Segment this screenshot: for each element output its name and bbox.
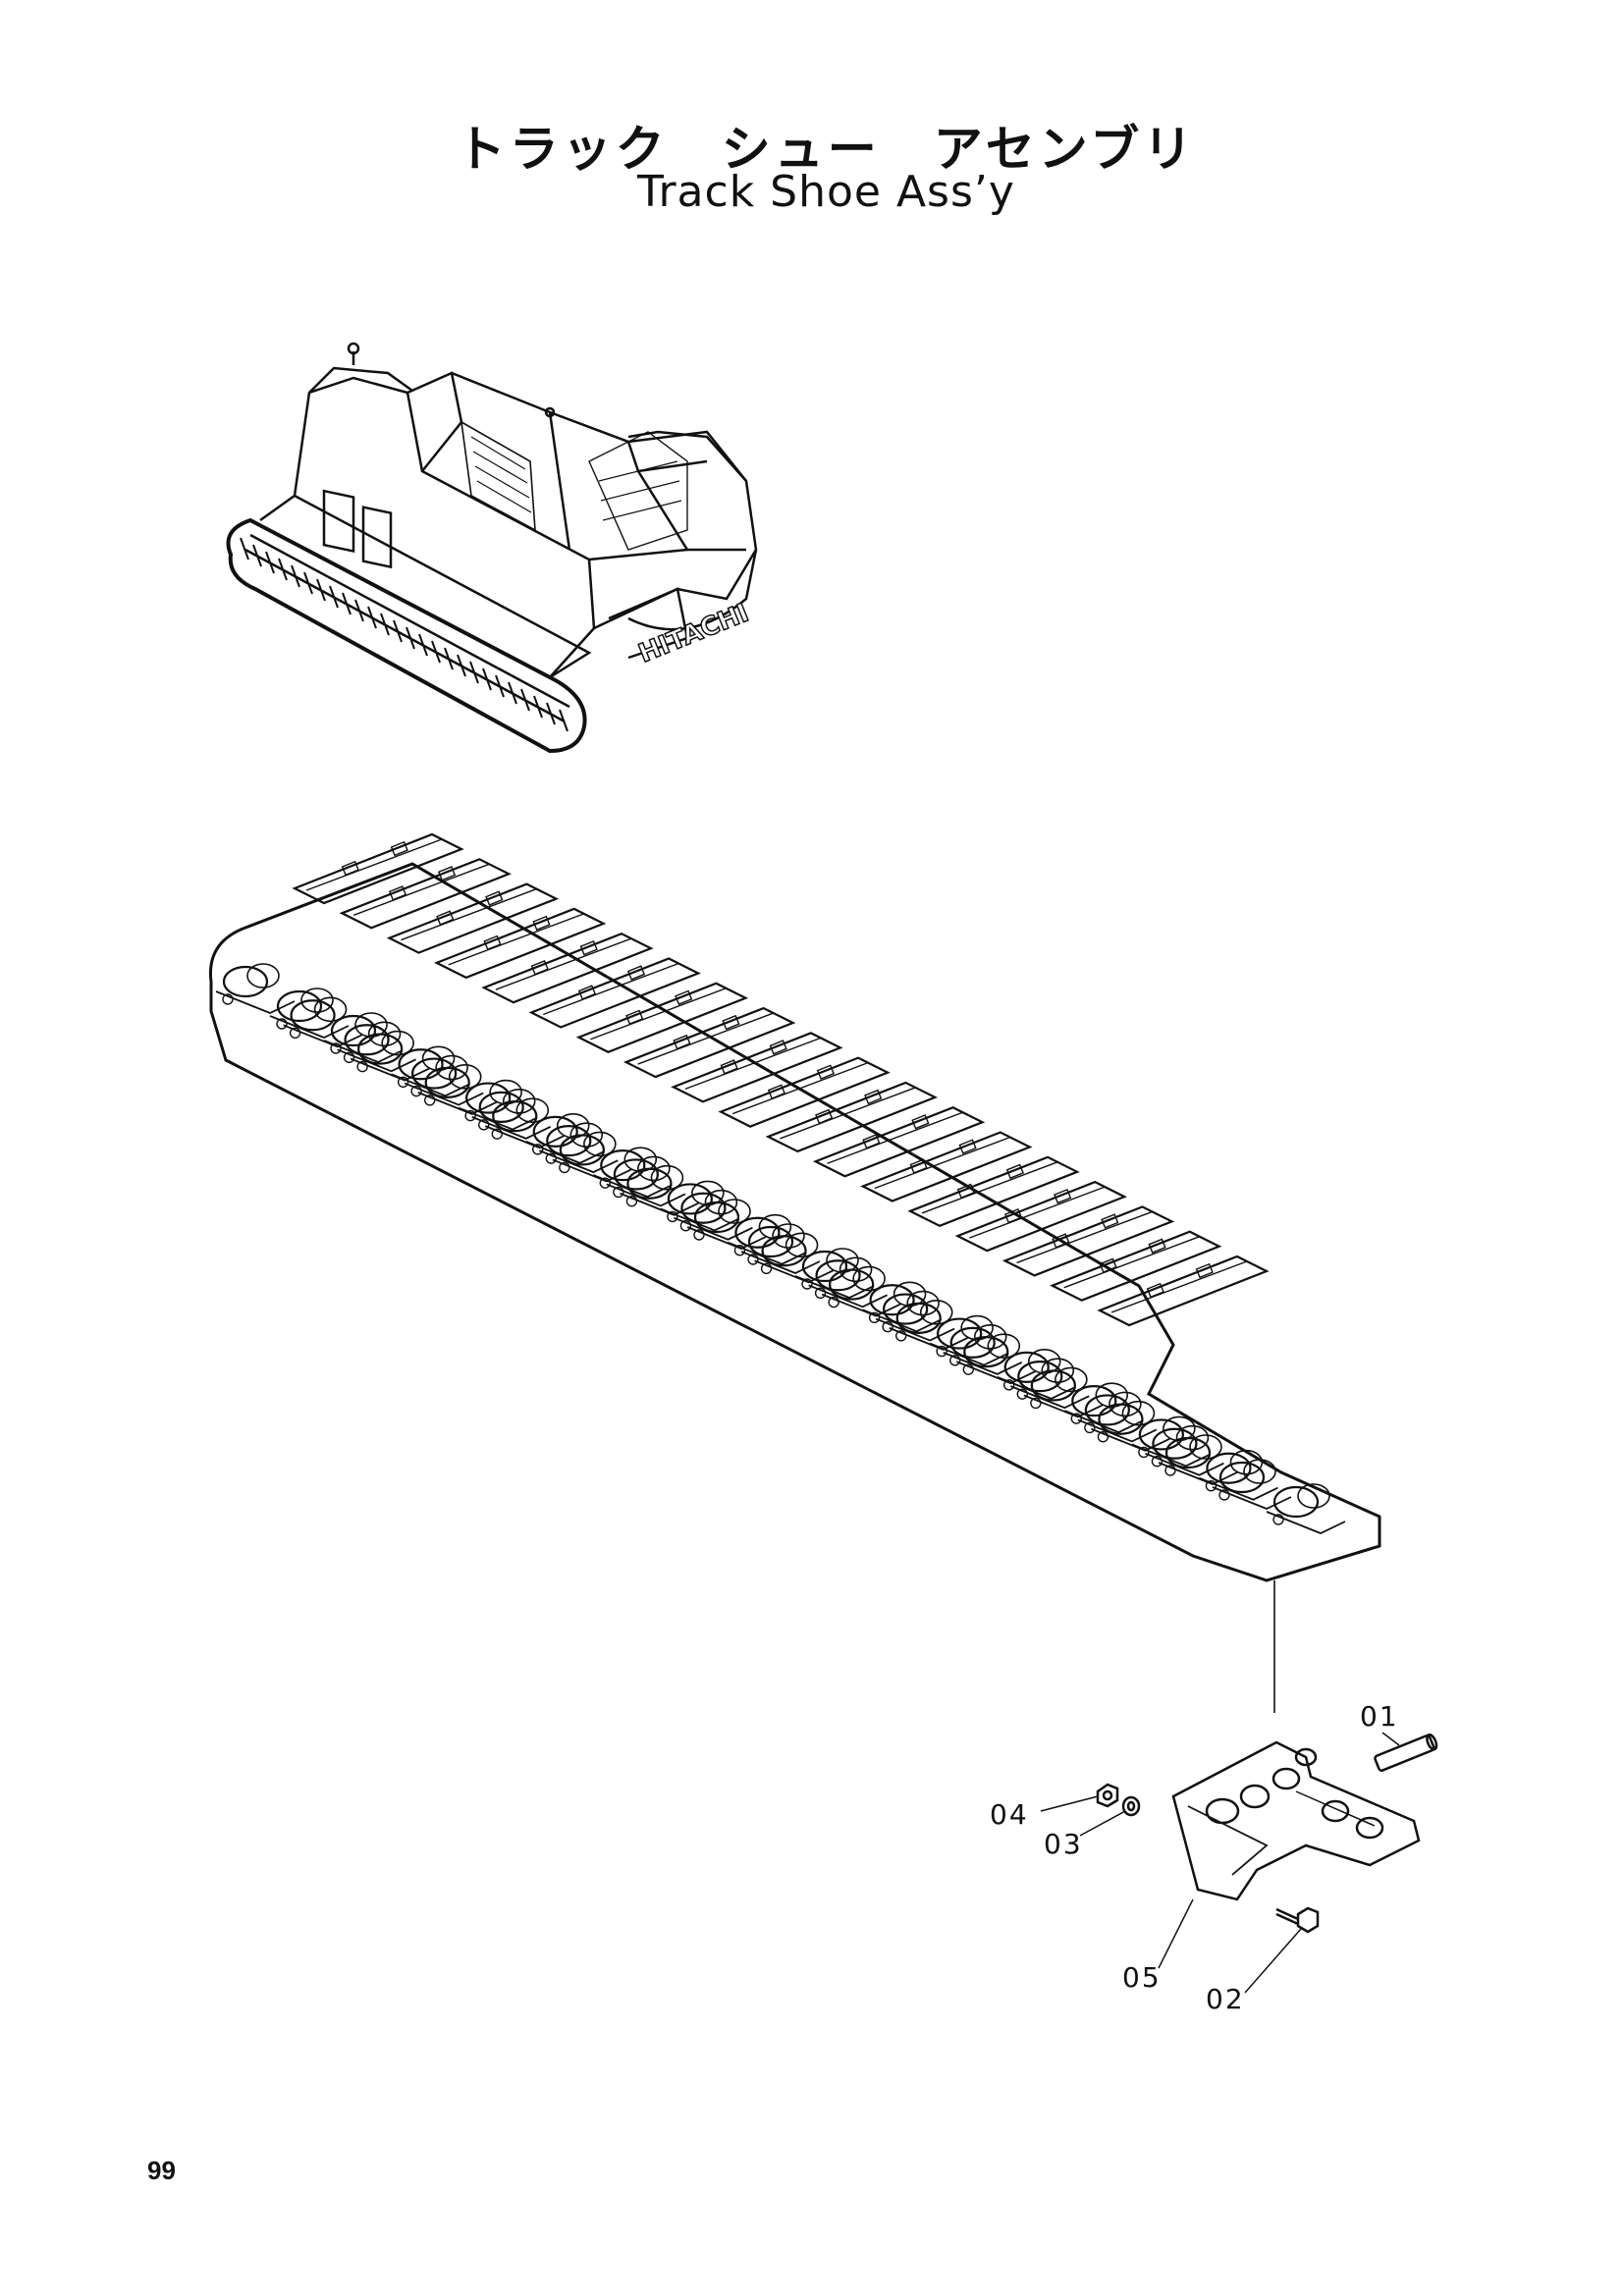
track-link-roller	[458, 1079, 538, 1131]
callout-05: 05	[1122, 1961, 1162, 1994]
track-shoe-assembly-drawing	[208, 832, 1381, 1582]
excavator-crawler	[226, 494, 592, 754]
track-shoe-plate	[954, 1180, 1127, 1253]
exploded-detail	[1040, 1580, 1438, 1994]
excavator-illustration: HITACHI	[226, 342, 758, 754]
track-link-roller	[1266, 1483, 1346, 1534]
track-link-roller	[929, 1314, 1009, 1366]
track-shoe-plates	[292, 832, 1270, 1327]
track-link-roller	[740, 1223, 821, 1274]
callout-01: 01	[1360, 1700, 1399, 1733]
track-shoe-plate	[528, 957, 701, 1029]
track-shoe-plate	[1001, 1205, 1175, 1277]
track-link-roller	[875, 1290, 955, 1342]
track-link-roller	[215, 963, 296, 1014]
track-shoe-plate	[765, 1081, 939, 1153]
page-number: 99	[147, 2156, 176, 2185]
track-link-roller	[1077, 1391, 1158, 1443]
track-link-roller	[728, 1213, 807, 1265]
track-link-roller	[269, 988, 350, 1039]
track-shoe-plate	[812, 1106, 986, 1178]
pin-part-01	[1374, 1733, 1438, 1772]
track-link-roller	[1145, 1424, 1224, 1476]
track-link-rollers	[215, 963, 1346, 1534]
track-link-roller	[606, 1155, 686, 1207]
callout-03: 03	[1044, 1828, 1083, 1860]
track-link-roller	[525, 1113, 606, 1164]
track-shoe-plate	[386, 882, 560, 954]
track-shoe-plate	[718, 1056, 891, 1128]
page-title-english: Track Shoe Ass’y	[637, 167, 1015, 217]
callout-04: 04	[990, 1798, 1029, 1831]
track-link-roller	[660, 1180, 740, 1232]
track-shoe-plate	[434, 907, 607, 980]
track-shoe-plate	[622, 1006, 796, 1079]
track-link-roller	[471, 1089, 552, 1140]
track-shoe-plate	[481, 932, 654, 1004]
track-link-roller	[1212, 1459, 1292, 1510]
track-link-roller	[862, 1281, 942, 1333]
hitachi-logo: HITACHI	[634, 599, 752, 669]
callout-leaders	[1040, 1732, 1400, 1994]
track-link-roller	[350, 1030, 430, 1082]
track-link-roller	[794, 1248, 875, 1299]
track-link-roller	[592, 1147, 673, 1199]
link-part-05	[1171, 1740, 1421, 1901]
track-shoe-plate	[860, 1131, 1033, 1202]
track-shoe-plate	[1050, 1230, 1222, 1302]
washer-part-03	[1121, 1795, 1141, 1817]
track-link-roller	[404, 1054, 484, 1106]
bolt-part-02	[1275, 1906, 1320, 1934]
track-link-roller	[808, 1256, 888, 1308]
track-link-roller	[323, 1012, 404, 1063]
track-link-roller	[1009, 1358, 1090, 1410]
track-link-roller	[674, 1189, 753, 1241]
track-shoe-plate	[671, 1032, 843, 1103]
track-link-roller	[283, 996, 362, 1048]
track-link-roller	[1131, 1415, 1212, 1468]
track-shoe-plate	[292, 832, 464, 905]
track-shoe-plate	[1097, 1255, 1270, 1327]
track-link-roller	[337, 1021, 416, 1073]
track-chain-outline	[208, 862, 1381, 1582]
track-link-roller	[391, 1045, 470, 1097]
nut-part-04	[1096, 1783, 1119, 1808]
track-link-roller	[943, 1324, 1023, 1375]
track-link-roller	[997, 1349, 1077, 1400]
excavator-house: HITACHI	[293, 342, 758, 678]
track-shoe-plate	[575, 982, 749, 1053]
track-link-roller	[538, 1122, 619, 1174]
track-link-roller	[1063, 1382, 1144, 1434]
track-shoe-plate	[339, 858, 512, 930]
track-shoe-plate	[907, 1155, 1080, 1228]
track-link-roller	[1199, 1449, 1278, 1501]
callout-02: 02	[1206, 1983, 1245, 2015]
page-title-japanese: トラック シュー アセンブリ	[456, 121, 1197, 178]
